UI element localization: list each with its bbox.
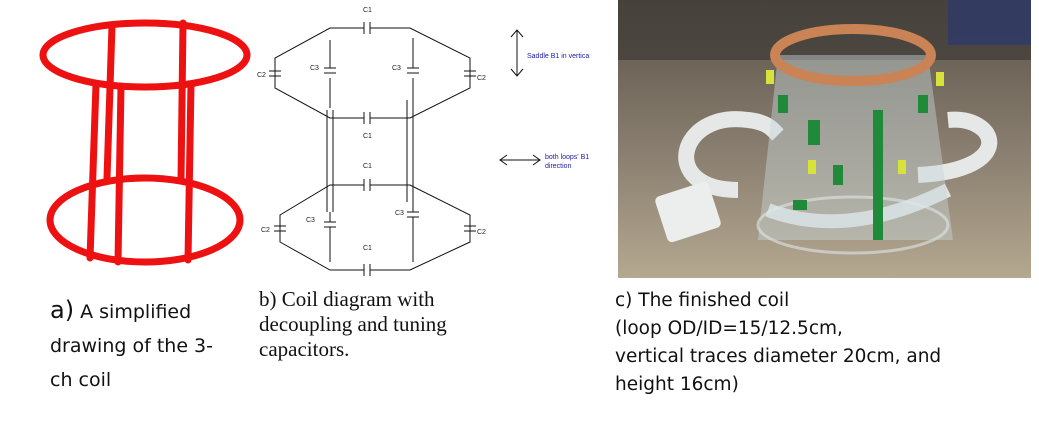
cap-label: C1 [363,7,372,14]
cap-label: C3 [310,65,319,72]
cap-label: C1 [363,163,372,170]
bottom-loop-wire [279,184,360,271]
cap-label: C1 [363,245,372,252]
vertical-trace-2 [103,22,116,182]
caption-a-line-1: A simplified [80,301,192,323]
cap-label: C2 [477,229,486,236]
panel-a: a) A simplified drawing of the 3- ch coi… [0,0,255,426]
cap-label: C3 [395,210,404,217]
caption-b: b) Coil diagram with decoupling and tuni… [259,287,519,362]
coil-photo [618,0,1031,278]
top-loop-wire [274,27,360,119]
coil-drawing [39,19,251,266]
cap-label: C2 [257,72,266,79]
loops-annotation-1: both loops' B1 [545,154,589,161]
vertical-trace-1 [86,80,100,262]
caption-c-line-2: (loop OD/ID=15/12.5cm, [615,318,843,339]
loops-annotation-2: direction [545,163,572,170]
caption-c-line-3: vertical traces diameter 20cm, and [615,346,942,367]
vertical-trace-5 [184,80,195,264]
caption-b-line-2: decoupling and tuning [259,312,447,336]
cap-label: C3 [306,217,315,224]
panel-b: C1 C2 C3 C3 C2 C1 C1 C2 C3 C3 C2 C1 Sadd… [255,0,610,426]
top-loop [39,19,251,91]
bottom-loop [46,174,244,266]
cap-label: C3 [392,65,401,72]
caption-a: a) A simplified drawing of the 3- ch coi… [50,293,250,397]
caption-c-line-4: height 16cm) [615,374,739,395]
caption-b-line-3: capacitors. [259,337,350,361]
cap-label: C1 [363,133,372,140]
circuit-diagram: C1 C2 C3 C3 C2 C1 C1 C2 C3 C3 C2 C1 Sadd… [257,7,589,276]
vertical-trace-4 [177,19,187,184]
coil-photo-illustration [618,0,1031,278]
cap-label: C2 [477,75,486,82]
caption-b-line-1: b) Coil diagram with [259,287,435,311]
saddle-annotation: Saddle B1 in vertica [527,53,589,60]
caption-a-label: a) [50,296,75,324]
vertical-trace-3 [114,82,125,266]
caption-a-line-3: ch coil [50,369,112,391]
caption-c-line-1: c) The finished coil [615,290,790,311]
panel-c: c) The finished coil (loop OD/ID=15/12.5… [610,0,1039,426]
cap-label: C2 [261,227,270,234]
caption-c: c) The finished coil (loop OD/ID=15/12.5… [615,287,1035,399]
caption-a-line-2: drawing of the 3- [50,335,213,357]
